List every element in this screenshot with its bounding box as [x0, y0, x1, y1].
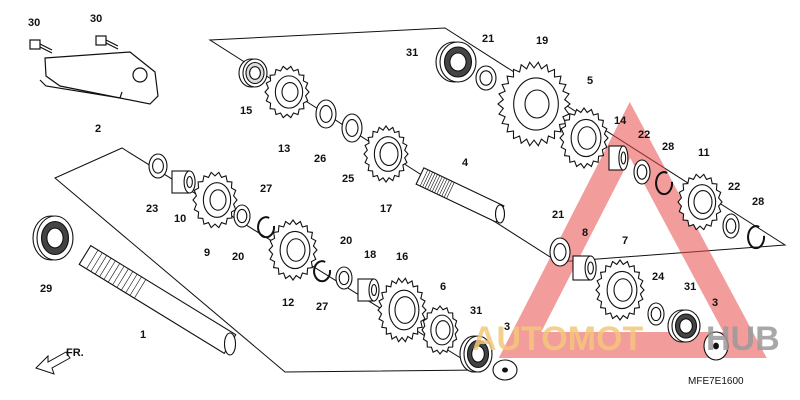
- part-31-bearing-right: [667, 309, 701, 343]
- watermark-text-right: HUB: [706, 320, 780, 358]
- part-14-bushing: [608, 145, 629, 171]
- callout-14: 14: [614, 115, 627, 127]
- callout-1: 1: [140, 329, 146, 341]
- callout-29: 29: [40, 283, 52, 295]
- callout-31c: 31: [684, 281, 696, 293]
- part-27-clip-b: [313, 260, 332, 283]
- watermark-triangle: [498, 101, 767, 358]
- callout-8: 8: [582, 227, 588, 239]
- callout-11: 11: [698, 147, 710, 159]
- part-31-bearing-top: [435, 41, 477, 83]
- callout-30a: 30: [28, 17, 40, 29]
- callout-3a: 3: [504, 321, 510, 333]
- part-23-washer: [148, 153, 168, 179]
- part-8-bushing: [572, 255, 597, 281]
- callout-10: 10: [174, 213, 186, 225]
- part-3-cap-mid: [492, 359, 518, 381]
- part-29-bearing: [32, 215, 74, 261]
- callout-17: 17: [380, 203, 392, 215]
- direction-label: FR.: [66, 347, 84, 359]
- callout-6: 6: [440, 281, 446, 293]
- callout-13: 13: [278, 143, 290, 155]
- callout-19: 19: [536, 35, 548, 47]
- callout-31a: 31: [406, 47, 418, 59]
- callout-9: 9: [204, 247, 210, 259]
- part-22-washer-b: [722, 213, 740, 239]
- callout-labels: 30 30 2 15 13 26 25 17 31 21 19 5 14 22 …: [28, 13, 764, 341]
- arrow-icon: [35, 351, 71, 375]
- callout-27b: 27: [316, 301, 328, 313]
- part-7-gear: [595, 259, 645, 321]
- part-12-gear: [268, 219, 318, 281]
- part-22-washer-a: [633, 159, 651, 185]
- callout-23: 23: [146, 203, 158, 215]
- callout-22b: 22: [728, 181, 740, 193]
- callout-2: 2: [95, 123, 101, 135]
- callout-20a: 20: [232, 251, 244, 263]
- part-26-washer: [315, 99, 337, 129]
- part-21-washer-right: [549, 237, 571, 267]
- callout-22a: 22: [638, 129, 650, 141]
- callout-21b: 21: [552, 209, 564, 221]
- callout-28a: 28: [662, 141, 674, 153]
- part-13-gear: [264, 65, 310, 119]
- part-19-gear: [497, 61, 571, 147]
- part-21-washer-top: [475, 65, 497, 91]
- callout-25: 25: [342, 173, 354, 185]
- watermark-text-left: AUTOMOT: [472, 320, 643, 358]
- callout-20b: 20: [340, 235, 352, 247]
- bracket-rod: [39, 79, 123, 99]
- diagram-code: MFE7E1600: [688, 376, 744, 387]
- callout-21a: 21: [482, 33, 494, 45]
- part-20-washer-b: [335, 266, 353, 290]
- front-direction-arrow: FR.: [35, 347, 84, 375]
- part-10-bushing: [171, 170, 196, 194]
- part-20-washer-a: [233, 204, 251, 228]
- part-24-washer: [647, 302, 665, 326]
- part-17-gear: [363, 125, 409, 183]
- callout-15: 15: [240, 105, 252, 117]
- part-16-gear: [377, 277, 427, 343]
- callout-28b: 28: [752, 196, 764, 208]
- part-9-gear: [192, 171, 238, 229]
- callout-4: 4: [462, 157, 469, 169]
- callout-18: 18: [364, 249, 376, 261]
- part-6-gear: [421, 305, 459, 355]
- parts-layer: [32, 41, 766, 381]
- part-11-gear: [677, 173, 723, 231]
- lower-shaft-frame: [54, 147, 482, 373]
- part-5-gear: [559, 107, 609, 169]
- callout-31b: 31: [470, 305, 482, 317]
- callout-5: 5: [587, 75, 593, 87]
- callout-26: 26: [314, 153, 326, 165]
- part-15-bearing: [238, 58, 268, 88]
- bolt-right: [95, 35, 119, 50]
- bolt-left: [29, 39, 53, 54]
- part-28-clip-b: [747, 225, 766, 250]
- part-18-bushing: [357, 278, 380, 302]
- callout-7: 7: [622, 235, 628, 247]
- part-3-cap-right: [703, 331, 729, 361]
- part-31-bearing-mid: [459, 335, 493, 373]
- part-1-mainshaft: [78, 244, 237, 356]
- part-28-clip-a: [655, 171, 674, 196]
- watermark-logo: AUTOMOT HUB: [472, 320, 780, 358]
- bracket-assembly: [29, 35, 159, 105]
- callout-30b: 30: [90, 13, 102, 25]
- callout-27a: 27: [260, 183, 272, 195]
- part-4-countershaft: [415, 167, 506, 224]
- callout-24: 24: [652, 271, 665, 283]
- part-25-washer: [341, 113, 363, 143]
- bracket: [44, 51, 159, 105]
- part-27-clip-a: [257, 216, 276, 239]
- callout-12: 12: [282, 297, 294, 309]
- callout-3b: 3: [712, 297, 718, 309]
- callout-16: 16: [396, 251, 408, 263]
